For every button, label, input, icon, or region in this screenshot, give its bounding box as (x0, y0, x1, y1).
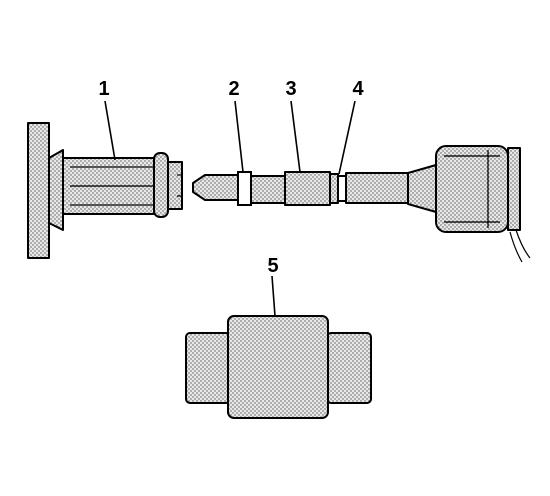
callout-3: 3 (285, 78, 296, 100)
callout-4: 4 (352, 78, 364, 100)
callout-2: 2 (228, 78, 239, 100)
callout-3-leader (290, 100, 301, 173)
callout-1: 1 (98, 78, 109, 100)
slide-hammer-tool (345, 145, 531, 263)
part-2-ring (237, 171, 252, 206)
callout-2-leader (234, 100, 244, 173)
callout-1-leader (104, 100, 116, 161)
callout-5: 5 (267, 255, 278, 277)
callout-5-leader (271, 275, 276, 317)
callout-4-leader (338, 100, 356, 175)
part-1-flanged-adapter (27, 122, 183, 259)
part-3-mandrel (192, 171, 331, 206)
part-5-component (185, 315, 372, 419)
part-4-collar (329, 173, 347, 204)
